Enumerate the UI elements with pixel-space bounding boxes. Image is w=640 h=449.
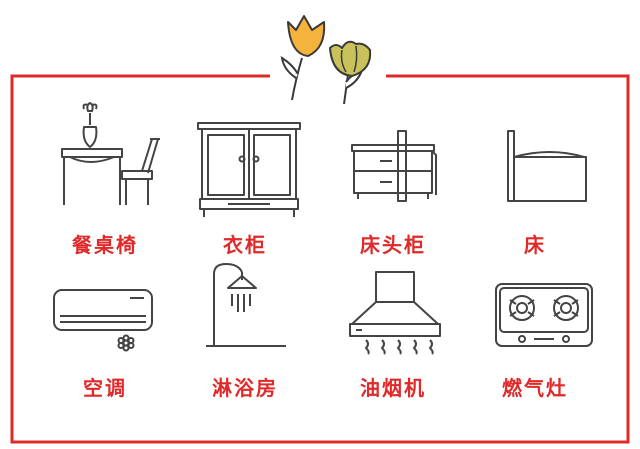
item-dining-table-chair: 餐桌椅 (30, 95, 180, 275)
air-conditioner-icon (53, 289, 153, 352)
nightstand-icon (351, 130, 437, 202)
item-gas-stove: 燃气灶 (460, 248, 610, 428)
item-label: 燃气灶 (502, 376, 568, 400)
shower-icon (206, 263, 286, 347)
item-label: 空调 (83, 376, 127, 400)
item-wardrobe: 衣柜 (170, 95, 320, 275)
item-range-hood: 油烟机 (318, 248, 468, 428)
dining-table-chair-icon (61, 102, 160, 205)
item-label: 油烟机 (360, 376, 426, 400)
item-nightstand: 床头柜 (318, 95, 468, 275)
item-label: 淋浴房 (212, 376, 278, 400)
item-label: 餐桌椅 (72, 233, 138, 257)
item-shower: 淋浴房 (170, 248, 320, 428)
item-label: 床 (524, 233, 546, 257)
item-label: 床头柜 (360, 233, 426, 257)
range-hood-icon (349, 271, 441, 355)
tulip-flowers-icon (280, 15, 372, 105)
wardrobe-icon (197, 122, 301, 217)
bed-icon (507, 130, 587, 202)
gas-stove-icon (495, 283, 593, 347)
item-bed: 床 (460, 95, 610, 275)
item-air-conditioner: 空调 (30, 248, 180, 428)
item-label: 衣柜 (223, 233, 267, 257)
